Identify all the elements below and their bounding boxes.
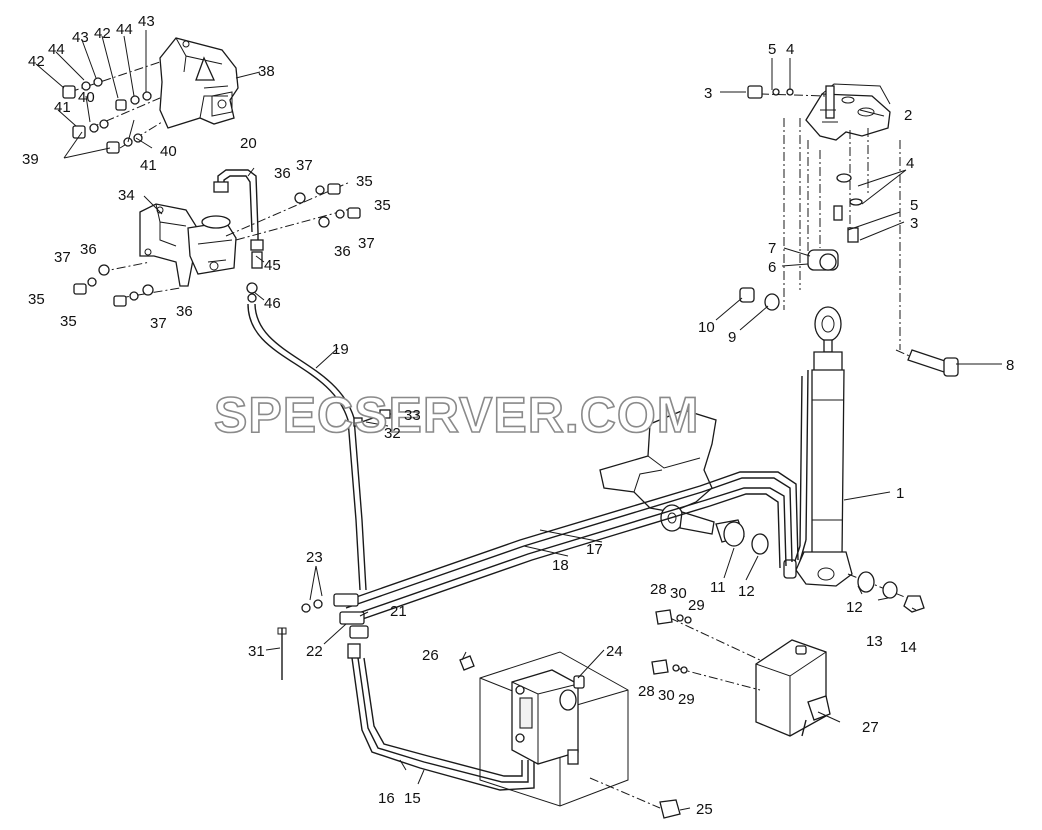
leader-lines (35, 30, 1002, 811)
label-38: 38 (258, 63, 275, 80)
label-12: 12 (846, 599, 863, 616)
label-17: 17 (586, 541, 603, 558)
tubes-17-18 (341, 471, 799, 623)
label-33: 33 (404, 407, 421, 424)
label-30: 30 (670, 585, 687, 602)
label-6: 6 (768, 259, 776, 276)
label-40: 40 (78, 89, 95, 106)
label-7: 7 (768, 240, 776, 257)
watermark-text: SPECSERVER.COM (214, 387, 699, 443)
label-10: 10 (698, 319, 715, 336)
label-26: 26 (422, 647, 439, 664)
label-39: 39 (22, 151, 39, 168)
fasteners-3-7 (739, 85, 959, 377)
label-9: 9 (728, 329, 736, 346)
label-23: 23 (306, 549, 323, 566)
bolt-31 (277, 627, 287, 680)
label-41: 41 (140, 157, 157, 174)
label-28: 28 (638, 683, 655, 700)
label-35: 35 (60, 313, 77, 330)
bracket-34-assembly (139, 203, 237, 287)
label-13: 13 (866, 633, 883, 650)
label-35: 35 (356, 173, 373, 190)
label-46: 46 (264, 295, 281, 312)
fasteners-35-37 (73, 181, 361, 307)
label-5: 5 (768, 41, 776, 58)
label-25: 25 (696, 801, 713, 818)
label-37: 37 (296, 157, 313, 174)
label-44: 44 (116, 21, 133, 38)
label-36: 36 (80, 241, 97, 258)
fasteners-39-44 (62, 61, 163, 154)
label-40: 40 (160, 143, 177, 160)
label-3: 3 (910, 215, 918, 232)
label-32: 32 (384, 425, 401, 442)
switch-27-assembly (651, 609, 831, 737)
label-18: 18 (552, 557, 569, 574)
label-21: 21 (390, 603, 407, 620)
label-35: 35 (28, 291, 45, 308)
label-36: 36 (274, 165, 291, 182)
label-45: 45 (264, 257, 281, 274)
label-20: 20 (240, 135, 257, 152)
label-37: 37 (54, 249, 71, 266)
label-44: 44 (48, 41, 65, 58)
label-24: 24 (606, 643, 623, 660)
label-5: 5 (910, 197, 918, 214)
label-34: 34 (118, 187, 135, 204)
label-31: 31 (248, 643, 265, 660)
label-36: 36 (334, 243, 351, 260)
label-3: 3 (704, 85, 712, 102)
label-42: 42 (94, 25, 111, 42)
hose-lines-19-20 (213, 169, 391, 591)
label-43: 43 (138, 13, 155, 30)
label-1: 1 (896, 485, 904, 502)
label-4: 4 (906, 155, 914, 172)
label-4: 4 (786, 41, 794, 58)
label-29: 29 (678, 691, 695, 708)
label-12: 12 (738, 583, 755, 600)
label-41: 41 (54, 99, 71, 116)
label-42: 42 (28, 53, 45, 70)
manifold-21-23 (301, 593, 369, 659)
label-37: 37 (150, 315, 167, 332)
label-29: 29 (688, 597, 705, 614)
label-30: 30 (658, 687, 675, 704)
pump-24-assembly (459, 651, 681, 819)
label-35: 35 (374, 197, 391, 214)
label-37: 37 (358, 235, 375, 252)
label-11: 11 (710, 579, 726, 596)
bracket-38-assembly (159, 37, 239, 129)
label-2: 2 (904, 107, 912, 124)
label-16: 16 (378, 790, 395, 807)
label-8: 8 (1006, 357, 1014, 374)
label-27: 27 (862, 719, 879, 736)
label-19: 19 (332, 341, 349, 358)
part-number-labels: 1 2 3 3 4 4 5 5 6 7 8 9 10 11 12 12 13 1… (22, 13, 1014, 818)
label-22: 22 (306, 643, 323, 660)
label-43: 43 (72, 29, 89, 46)
mount-2-assembly (805, 83, 891, 141)
label-28: 28 (650, 581, 667, 598)
lines-15-16 (351, 657, 535, 791)
label-14: 14 (900, 639, 917, 656)
bushings-11-14 (715, 519, 925, 613)
hydraulic-cylinder-1 (783, 306, 853, 587)
label-15: 15 (404, 790, 421, 807)
label-36: 36 (176, 303, 193, 320)
